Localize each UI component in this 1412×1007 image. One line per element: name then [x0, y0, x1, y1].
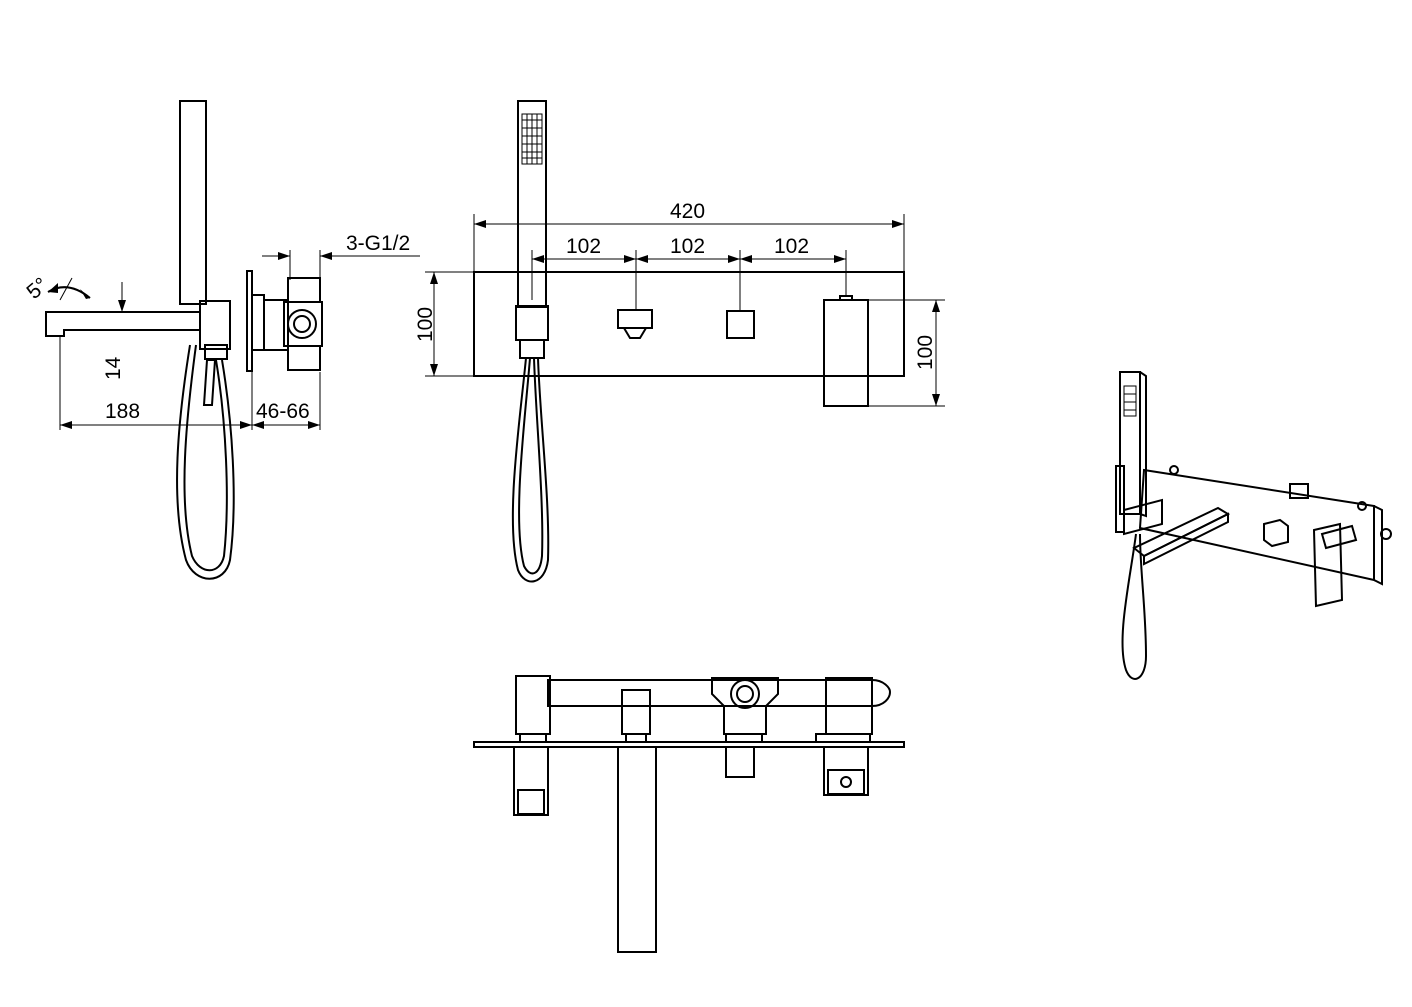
top-view [473, 675, 905, 953]
side-inlet-port [287, 309, 317, 339]
top-knob-below [725, 746, 755, 778]
side-body [199, 300, 231, 350]
front-view: 420 102 102 102 100 100 [414, 100, 945, 583]
front-mixer-lever [823, 299, 869, 407]
persp-holder [1123, 498, 1163, 536]
spout-projection-label: 188 [105, 400, 140, 423]
inlet-thread-label: 3-G1/2 [346, 232, 410, 255]
top-centre-valve [711, 677, 779, 735]
side-hose [176, 344, 235, 580]
side-spout [45, 311, 201, 337]
side-view: 5° 14 188 46-66 3-G1/2 [22, 100, 420, 580]
front-holder [515, 305, 549, 341]
side-valve-top [287, 277, 321, 303]
front-diverter [617, 309, 653, 329]
side-lever [202, 359, 217, 406]
front-square-knob [726, 310, 755, 339]
top-wall-line [473, 741, 905, 748]
persp-spout [1132, 506, 1231, 558]
spacing-2-label: 102 [670, 235, 705, 258]
angle-label: 5° [22, 273, 52, 304]
persp-mixer-lever [1312, 522, 1344, 608]
perspective-view [1115, 371, 1392, 680]
side-handshower [179, 100, 207, 305]
persp-square-knob [1263, 518, 1289, 548]
spout-drop-label: 14 [102, 356, 125, 380]
left-height-label: 100 [414, 307, 437, 342]
wall-adjust-label: 46-66 [256, 400, 310, 423]
overall-width-label: 420 [670, 200, 705, 223]
front-hose [511, 357, 550, 583]
spacing-1-label: 102 [566, 235, 601, 258]
top-spout-below [617, 746, 657, 953]
right-height-label: 100 [914, 335, 937, 370]
top-right-valve [825, 677, 873, 735]
persp-hose [1121, 533, 1148, 680]
top-pipe [547, 679, 892, 707]
top-handshower-below [513, 746, 549, 816]
top-diverter [621, 689, 651, 735]
top-left-valve [515, 675, 551, 735]
front-wall-plate [473, 271, 905, 377]
side-valve-bottom [287, 345, 321, 371]
persp-diverter [1289, 483, 1309, 499]
spray-holes [521, 113, 543, 165]
spacing-3-label: 102 [774, 235, 809, 258]
